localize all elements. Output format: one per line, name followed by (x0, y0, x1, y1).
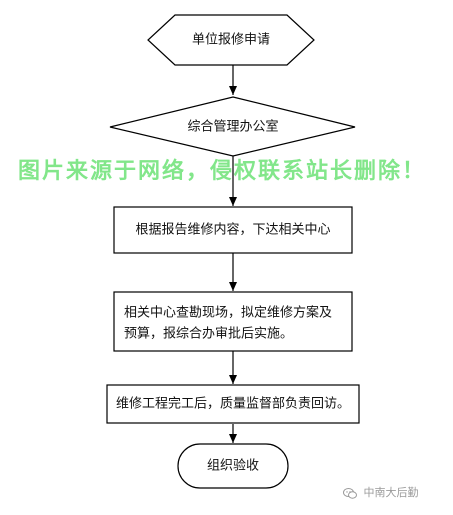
end-node-shape (177, 443, 289, 489)
office-node-label: 综合管理办公室 (187, 119, 278, 135)
watermark-text: 图片来源于网络，侵权联系站长删除！ (18, 159, 427, 184)
start-node-shape (147, 14, 315, 66)
survey-node-shape (113, 291, 353, 352)
start-node-label: 单位报修申请 (192, 33, 270, 48)
dispatch-node-label: 根据报告维修内容，下达相关中心 (135, 222, 330, 238)
source-tag: 中南大后勤 (343, 484, 419, 500)
inspect-node-label: 维修工程完工后，质量监督部负责回访。 (116, 397, 350, 412)
end-node-label: 组织验收 (207, 458, 259, 474)
dispatch-node-shape (113, 206, 353, 254)
office-node-shape (109, 96, 356, 157)
wechat-icon (343, 487, 357, 499)
inspect-node-shape (106, 384, 360, 424)
survey-node-label-line-2: 预算，报综合办审批后实施。 (124, 327, 293, 342)
survey-node-label-line-1: 相关中心查勘现场，拟定维修方案及 (124, 305, 332, 321)
source-name: 中南大后勤 (363, 486, 419, 499)
